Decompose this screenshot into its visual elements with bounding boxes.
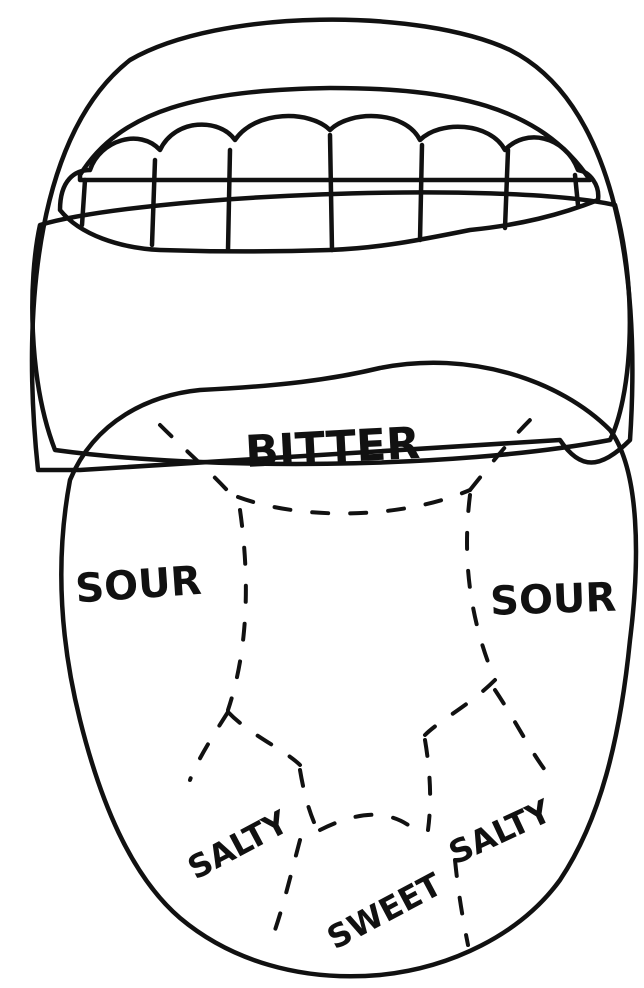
bitter-label: BITTER (244, 418, 421, 478)
upper-teeth (60, 116, 598, 251)
sour-right-label: SOUR (489, 575, 617, 625)
sweet-label: SWEET (321, 865, 448, 957)
salty-left-label: SALTY (181, 803, 295, 888)
salty-right-label: SALTY (443, 792, 558, 872)
sour-left-label: SOUR (74, 558, 203, 613)
